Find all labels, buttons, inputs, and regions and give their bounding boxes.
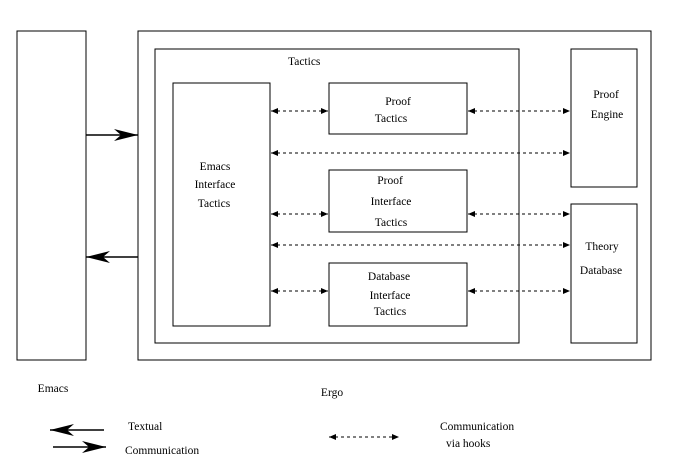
database-interface-tactics-label-3: Tactics bbox=[374, 306, 407, 318]
legend-textual-label-1: Textual bbox=[128, 421, 162, 433]
emacs-label: Emacs bbox=[38, 383, 69, 395]
proof-interface-tactics-label-1: Proof bbox=[377, 175, 403, 187]
emacs-box bbox=[16, 30, 87, 361]
emacs-interface-tactics-label-3: Tactics bbox=[198, 198, 231, 210]
proof-engine-label-2: Engine bbox=[591, 109, 624, 121]
database-interface-tactics-label-2: Interface bbox=[370, 290, 411, 302]
proof-tactics-label-1: Proof bbox=[385, 96, 411, 108]
database-interface-tactics-label-1: Database bbox=[368, 271, 410, 283]
theory-database-label-1: Theory bbox=[585, 241, 618, 253]
legend-hooks-label-2: via hooks bbox=[446, 438, 491, 450]
theory-database-label-2: Database bbox=[580, 265, 622, 277]
proof-engine-box bbox=[570, 48, 638, 188]
legend-hooks-label-1: Communication bbox=[440, 421, 514, 433]
tactics-label: Tactics bbox=[288, 56, 321, 68]
proof-engine-label-1: Proof bbox=[593, 89, 619, 101]
proof-interface-tactics-box bbox=[328, 169, 468, 233]
proof-interface-tactics-label-3: Tactics bbox=[375, 217, 408, 229]
proof-tactics-box bbox=[328, 82, 468, 135]
emacs-interface-tactics-label-2: Interface bbox=[195, 179, 236, 191]
proof-tactics-label-2: Tactics bbox=[375, 113, 408, 125]
legend-textual-label-2: Communication bbox=[125, 445, 199, 457]
proof-interface-tactics-label-2: Interface bbox=[371, 196, 412, 208]
emacs-interface-tactics-box bbox=[172, 82, 271, 327]
theory-database-box bbox=[570, 203, 638, 344]
ergo-label: Ergo bbox=[321, 387, 343, 399]
ergo-box bbox=[137, 30, 652, 361]
tactics-box bbox=[154, 48, 520, 344]
emacs-interface-tactics-label-1: Emacs bbox=[200, 161, 231, 173]
database-interface-tactics-box bbox=[328, 262, 468, 327]
